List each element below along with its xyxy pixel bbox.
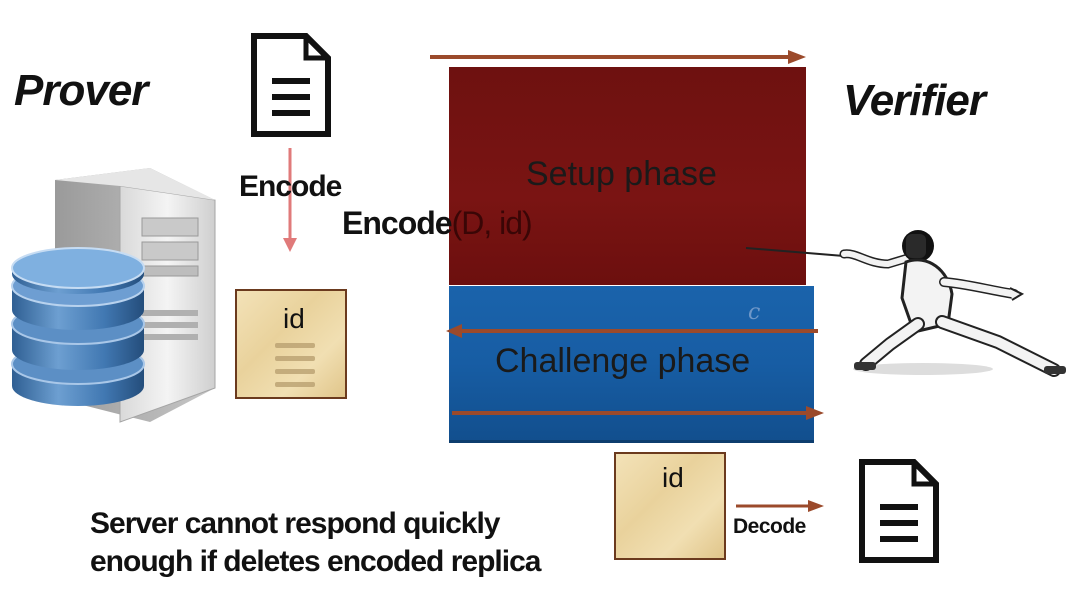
encode-arrow bbox=[283, 148, 297, 252]
challenge-arrow bbox=[446, 324, 818, 338]
encode-function-name: Encode bbox=[342, 205, 453, 241]
decoded-document-icon bbox=[859, 459, 939, 563]
replica-id-label: id bbox=[283, 303, 305, 334]
replica-document-icon bbox=[275, 335, 315, 395]
returned-replica: id bbox=[614, 452, 726, 560]
challenge-phase-box: c Challenge phase bbox=[449, 286, 814, 443]
prover-label: Prover bbox=[14, 66, 148, 115]
encoded-replica: id bbox=[235, 289, 347, 399]
setup-request-arrow bbox=[430, 50, 806, 64]
fencer-icon bbox=[745, 230, 1066, 377]
encode-function-args: (D, id) bbox=[451, 205, 533, 241]
challenge-symbol: c bbox=[748, 300, 761, 325]
encode-label: Encode bbox=[239, 170, 342, 203]
security-note-line-2: enough if deletes encoded replica bbox=[90, 545, 541, 578]
security-note: Server cannot respond quickly enough if … bbox=[90, 505, 541, 581]
returned-replica-id-label: id bbox=[662, 462, 684, 493]
decode-label: Decode bbox=[733, 515, 806, 538]
setup-phase-label: Setup phase bbox=[526, 155, 717, 193]
response-arrow bbox=[452, 406, 824, 420]
database-icon bbox=[11, 247, 145, 406]
decode-arrow bbox=[736, 500, 824, 512]
encode-function-label: Encode(D, id) bbox=[342, 205, 533, 242]
setup-phase-box: Setup phase bbox=[449, 67, 806, 285]
verifier-label: Verifier bbox=[843, 76, 986, 125]
document-icon bbox=[251, 33, 331, 137]
security-note-line-1: Server cannot respond quickly bbox=[90, 507, 500, 540]
challenge-phase-label: Challenge phase bbox=[495, 342, 751, 380]
